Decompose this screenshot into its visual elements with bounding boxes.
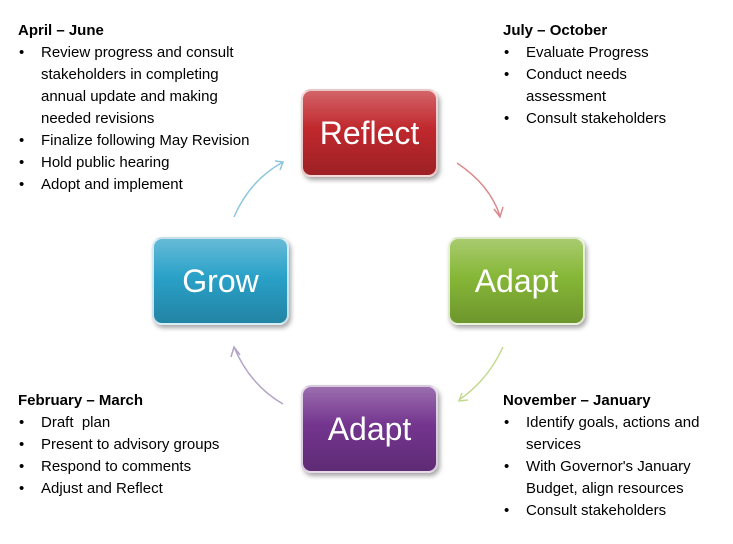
phase-list: Draft plan Present to advisory groups Re… [18,412,278,500]
phase-list: Review progress and consult stakeholders… [18,42,283,196]
phase-list: Evaluate Progress Conduct needs assessme… [503,42,703,130]
adapt-box-right: Adapt [448,237,585,325]
phase-july-october: July – October Evaluate Progress Conduct… [503,20,703,130]
phase-title: April – June [18,22,104,39]
arrowhead [457,392,469,402]
adapt-box-bottom: Adapt [301,385,438,473]
arrow-adapt-to-grow [233,346,284,405]
arrow-grow-to-reflect [233,161,284,218]
list-item: Respond to comments [18,456,278,478]
list-item: Finalize following May Revision [18,130,283,152]
grow-box: Grow [152,237,289,325]
list-item: Hold public hearing [18,152,283,174]
phase-april-june: April – June Review progress and consult… [18,20,283,196]
phase-title: November – January [503,392,651,409]
list-item: Review progress and consult stakeholders… [18,42,251,130]
phase-november-january: November – January Identify goals, actio… [503,390,725,522]
list-item: Consult stakeholders [503,500,725,522]
arrow-adapt-to-adapt [458,346,504,401]
list-item: Adjust and Reflect [18,478,278,500]
phase-title: July – October [503,22,608,39]
list-item: With Governor's January Budget, align re… [503,456,724,500]
box-label: Reflect [319,114,420,151]
box-label: Grow [182,262,259,299]
list-item: Evaluate Progress [503,42,703,64]
list-item: Identify goals, actions and services [503,412,702,456]
list-item: Adopt and implement [18,174,283,196]
phase-title: February – March [18,392,144,409]
reflect-box: Reflect [301,89,438,177]
list-item: Draft plan [18,412,278,434]
box-label: Adapt [327,410,412,447]
arrowhead [493,206,504,219]
arrowhead [274,160,285,171]
list-item: Consult stakeholders [503,108,703,130]
list-item: Present to advisory groups [18,434,278,456]
arrow-reflect-to-adapt [456,162,501,217]
phase-february-march: February – March Draft plan Present to a… [18,390,278,500]
arrowhead [230,345,241,358]
phase-list: Identify goals, actions and services Wit… [503,412,725,522]
list-item: Conduct needs assessment [503,64,636,108]
box-label: Adapt [474,262,559,299]
